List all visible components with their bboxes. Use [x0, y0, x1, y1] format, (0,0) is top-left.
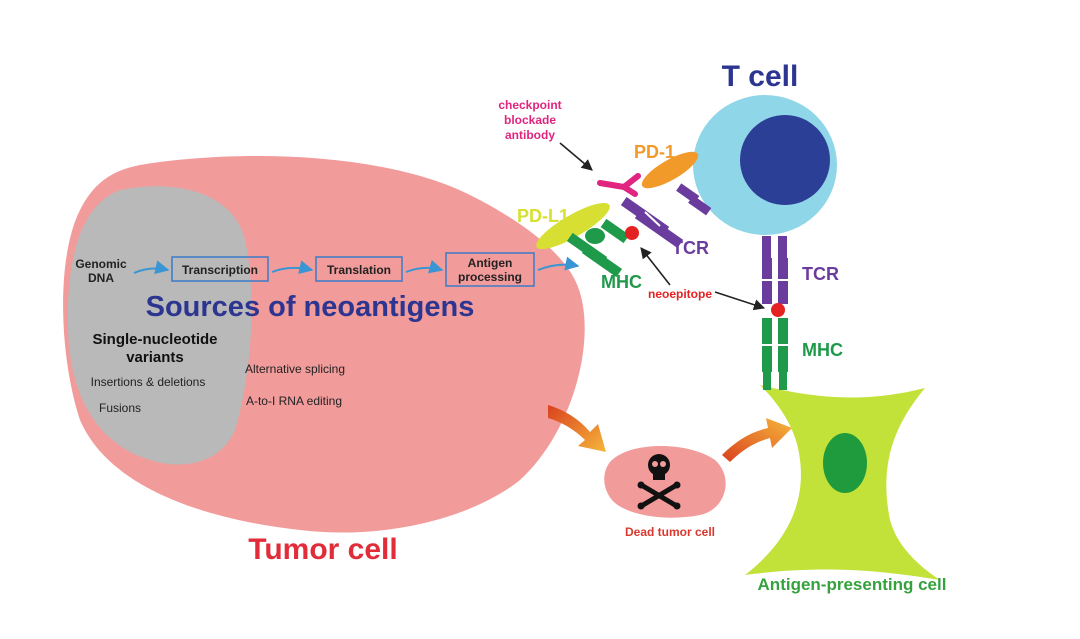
pd-l1-molecule	[536, 202, 610, 250]
transcription-label: Transcription	[182, 263, 258, 277]
translation-box	[315, 256, 403, 282]
t-cell-title: T cell	[722, 60, 799, 93]
genomic-dna-line2: DNA	[88, 271, 114, 285]
apc-nucleus	[823, 433, 867, 493]
tumor-nucleus	[67, 186, 252, 465]
antigen-processing-line2: processing	[458, 270, 522, 284]
checkpoint-label-line3: antibody	[505, 128, 555, 142]
sources-of-neoantigens-title: Sources of neoantigens	[146, 291, 475, 323]
pd-1-label: PD-1	[634, 142, 675, 162]
pd-1-molecule	[641, 151, 699, 189]
mhc-top-label: MHC	[601, 272, 642, 292]
orange-arrow-to-dead-cell	[548, 405, 606, 452]
snv-label-line2: variants	[126, 349, 184, 366]
neoepitope-right	[771, 303, 785, 317]
skull-crossbones-icon	[637, 454, 681, 510]
tcr-right-label: TCR	[802, 264, 839, 284]
alt-splicing-label: Alternative splicing	[245, 362, 345, 376]
translation-label: Translation	[327, 263, 391, 277]
t-cell-nucleus	[740, 115, 830, 205]
orange-arrow-to-apc	[722, 418, 792, 462]
antigen-processing-box	[445, 252, 535, 287]
neoepitope-top	[625, 226, 639, 240]
indels-label: Insertions & deletions	[91, 375, 206, 389]
mhc-complex-top	[566, 218, 630, 278]
tumor-cell-label: Tumor cell	[248, 533, 397, 566]
dead-tumor-cell-body	[604, 446, 726, 518]
pointer-arrows	[559, 142, 766, 311]
pd-l1-label: PD-L1	[517, 206, 569, 226]
checkpoint-label-line1: checkpoint	[498, 98, 561, 112]
neoepitope-label: neoepitope	[648, 287, 712, 301]
tcr-top-label: TCR	[672, 238, 709, 258]
mhc-right-label: MHC	[802, 340, 843, 360]
flow-arrows	[133, 256, 580, 275]
dead-tumor-cell-label: Dead tumor cell	[625, 525, 715, 539]
fusions-label: Fusions	[99, 401, 141, 415]
genomic-dna-line1: Genomic	[75, 257, 127, 271]
antigen-presenting-cell-label: Antigen-presenting cell	[758, 575, 947, 594]
transcription-box	[171, 256, 269, 282]
snv-label-line1: Single-nucleotide	[92, 331, 217, 348]
mhc-complex-right	[760, 318, 790, 390]
rna-editing-label: A-to-I RNA editing	[246, 394, 342, 408]
tcr-complex-top	[620, 183, 712, 249]
tcr-complex-right	[760, 236, 790, 304]
antigen-processing-line1: Antigen	[468, 256, 513, 270]
checkpoint-label-line2: blockade	[504, 113, 556, 127]
checkpoint-antibody-icon	[597, 173, 641, 197]
